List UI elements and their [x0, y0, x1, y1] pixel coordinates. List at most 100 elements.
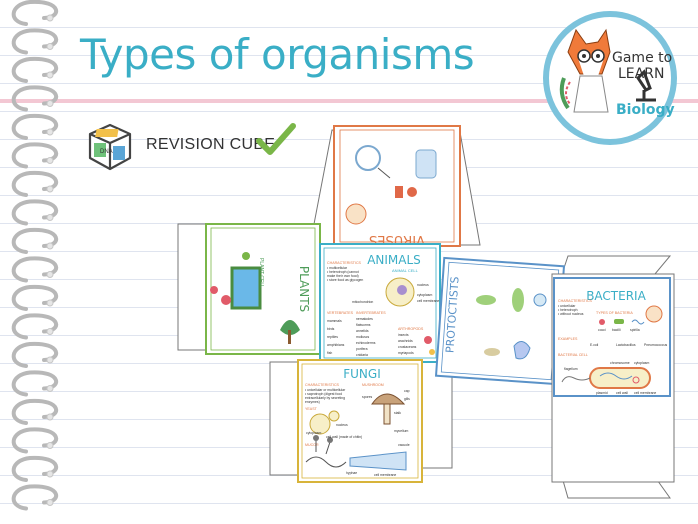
bacteria-cell-cytoplasm: cytoplasm	[634, 361, 649, 365]
spiral-ring	[11, 370, 59, 397]
binding-hole	[46, 71, 54, 79]
binding-hole	[46, 242, 54, 250]
tab-bottom-right	[419, 361, 453, 469]
animals-char-1: • multicellular	[327, 266, 348, 270]
spiral-ring	[11, 284, 59, 311]
spiral-ring	[11, 341, 59, 368]
binding-hole	[46, 356, 54, 364]
bacteria-cell-flagellum: flagellum	[564, 367, 578, 371]
animals-invert-4: molluscs	[356, 335, 369, 339]
margin-line	[0, 99, 698, 103]
binding-hole	[46, 328, 54, 335]
bacteria-cell-head: BACTERIAL CELL	[558, 353, 588, 357]
animals-arth-1: insects	[398, 333, 409, 337]
animals-label-nucleus: nucleus	[417, 283, 429, 287]
tab-left	[177, 223, 207, 351]
animals-vert-1: mammals	[327, 319, 342, 323]
fungi-title: FUNGI	[343, 367, 381, 381]
checkmark-icon	[256, 123, 296, 155]
animals-arth-2: arachnids	[398, 339, 413, 343]
binding-hole	[46, 442, 54, 449]
animals-label-mitochondrion: mitochondrion	[352, 300, 373, 304]
bacteria-title: BACTERIA	[586, 289, 646, 303]
fungi-label-cytoplasm: cytoplasm	[306, 431, 321, 435]
animals-invert-1: nematodes	[356, 317, 373, 321]
animals-label-cytoplasm: cytoplasm	[417, 293, 432, 297]
animals-char-3: make their own food)	[327, 274, 359, 278]
spiral-ring	[11, 455, 59, 482]
plants-title: PLANTS	[297, 266, 311, 312]
bacteria-types-head: TYPES OF BACTERIA	[596, 311, 633, 315]
fungi-yeast-head: YEAST	[305, 407, 318, 411]
spiral-ring	[11, 85, 59, 112]
plants-sub: PLANT CELL	[258, 258, 264, 288]
fungi-label-stalk: stalk	[394, 411, 401, 415]
animals-characteristics-head: CHARACTERISTICS	[327, 261, 362, 265]
logo-line2: LEARN	[618, 66, 664, 82]
spiral-ring	[11, 142, 59, 169]
bacteria-type-3: spirilla	[630, 328, 640, 332]
page-title: Types of organisms	[80, 30, 475, 79]
animals-label-membrane: cell membrane	[417, 299, 439, 303]
spiral-ring	[11, 484, 59, 511]
animals-sub: ANIMAL CELL	[392, 268, 419, 273]
bacteria-examples-head: EXAMPLES	[558, 337, 578, 341]
animals-title: ANIMALS	[367, 253, 421, 267]
bacteria-example-2: Lactobacillus	[616, 343, 636, 347]
animals-invert-3: annelids	[356, 329, 369, 333]
binding-hole	[46, 470, 54, 478]
binding-hole	[46, 157, 54, 164]
fungi-mucor-head: MUCOR	[305, 443, 319, 447]
cube-icon-text: DNA	[100, 149, 113, 155]
fungi-label-cell-membrane: cell membrane	[374, 473, 396, 477]
fungi-label-vacuole: vacuole	[398, 443, 410, 447]
face-protoctists: PROTOCTISTS	[434, 256, 566, 386]
spiral-ring	[11, 427, 59, 454]
bacteria-char-3: • without nucleus	[558, 312, 584, 316]
cube-icon: DNA	[88, 123, 132, 171]
bacteria-cell-plasmid: plasmid	[596, 391, 608, 395]
fungi-mushroom-head: MUSHROOM	[362, 383, 384, 387]
spiral-ring	[11, 398, 59, 425]
binding-hole	[46, 214, 54, 221]
animals-invert-7: cnidaria	[356, 353, 368, 357]
bacteria-cell-chromosome: chromosome	[610, 361, 630, 365]
binding-hole	[46, 499, 54, 506]
fungi-label-nucleus: nucleus	[336, 423, 348, 427]
protoctists-title: PROTOCTISTS	[443, 276, 461, 353]
binding-hole	[46, 413, 54, 421]
bacteria-cell-membrane: cell membrane	[634, 391, 656, 395]
fungi-label-cap: cap	[404, 389, 410, 393]
binding-hole	[46, 43, 54, 50]
binding-hole	[46, 299, 54, 307]
animals-char-2: • heterotroph (cannot	[327, 270, 359, 274]
fungi-char-1: • unicellular or multicellular	[305, 388, 346, 392]
animals-vert-4: amphibians	[327, 343, 345, 347]
fungi-label-hyphae: hyphae	[346, 471, 357, 475]
binding-hole	[46, 100, 54, 107]
bacteria-example-1: E.coli	[590, 343, 599, 347]
fungi-char-4: enzymes)	[305, 400, 320, 404]
fungi-char-2: • saprotroph (digest food	[305, 392, 342, 396]
spiral-ring	[11, 313, 59, 340]
face-fungi: FUNGI CHARACTERISTICS • unicellular or m…	[297, 359, 423, 483]
spiral-ring	[11, 256, 59, 283]
spiral-ring	[11, 28, 59, 55]
spiral-binding	[11, 0, 59, 511]
binding-hole	[46, 185, 54, 193]
spiral-ring	[11, 199, 59, 226]
game-to-learn-logo: Game to LEARN Biology	[543, 11, 677, 145]
animals-vertebrates-head: VERTEBRATES	[327, 311, 354, 315]
spiral-ring	[11, 56, 59, 83]
revision-cube-label: REVISION CUBE	[146, 136, 276, 153]
bacteria-cell-wall: cell wall	[616, 391, 628, 395]
animals-invertebrates-head: INVERTEBRATES	[356, 311, 386, 315]
face-bacteria: BACTERIA CHARACTERISTICS • unicellular •…	[551, 273, 675, 483]
spiral-ring	[11, 113, 59, 140]
animals-char-4: • store food as glycogen	[327, 278, 363, 282]
animals-invert-2: flatworms	[356, 323, 371, 327]
bacteria-type-1: cocci	[598, 328, 606, 332]
animals-arth-3: crustaceans	[398, 345, 417, 349]
animals-arth-4: myriapods	[398, 351, 414, 355]
